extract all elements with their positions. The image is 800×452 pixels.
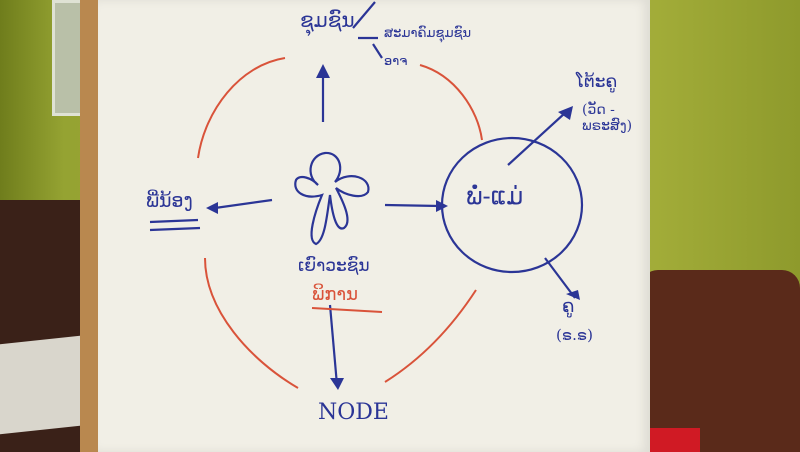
arrow-teacher [544, 257, 576, 299]
easel [80, 0, 102, 452]
community-lines [352, 1, 383, 59]
label-parents: ພໍ່-ແມ່ [466, 182, 524, 210]
label-other: ອາຈ [384, 54, 408, 69]
flipchart-paper [98, 0, 650, 452]
red-box [650, 428, 700, 452]
siblings-underline [149, 218, 201, 232]
red-arrow-parents-node [384, 289, 477, 383]
red-arrow-community-siblings [197, 57, 286, 159]
label-community: ຊຸມຊົນ [300, 8, 355, 32]
arrow-temple [507, 112, 566, 166]
disabled-underline [311, 307, 383, 313]
label-temple-detail: (ວັດ - ພຣະສົງ) [582, 102, 633, 134]
label-teacher-detail: (ຣ.ຣ) [556, 326, 593, 344]
label-youth: ເຍົາວະຊົນ [298, 256, 370, 276]
label-disabled: ພິການ [312, 284, 358, 305]
label-siblings: ພີ່ນ້ອງ [146, 190, 193, 212]
arrow-down [328, 304, 339, 386]
red-arrow-siblings-node [204, 257, 299, 389]
label-temple: ໂຕ້ະຄູ [576, 72, 618, 92]
red-arrow-community-parents [419, 64, 483, 141]
label-teacher: ຄູ [562, 296, 575, 317]
label-node: NODE [318, 400, 389, 425]
chair-right [640, 270, 800, 452]
arrow-left [214, 198, 273, 210]
arrow-right [384, 203, 441, 208]
label-association: ສະມາຄົມຊຸມຊົນ [384, 26, 472, 41]
person-figure [294, 151, 370, 246]
